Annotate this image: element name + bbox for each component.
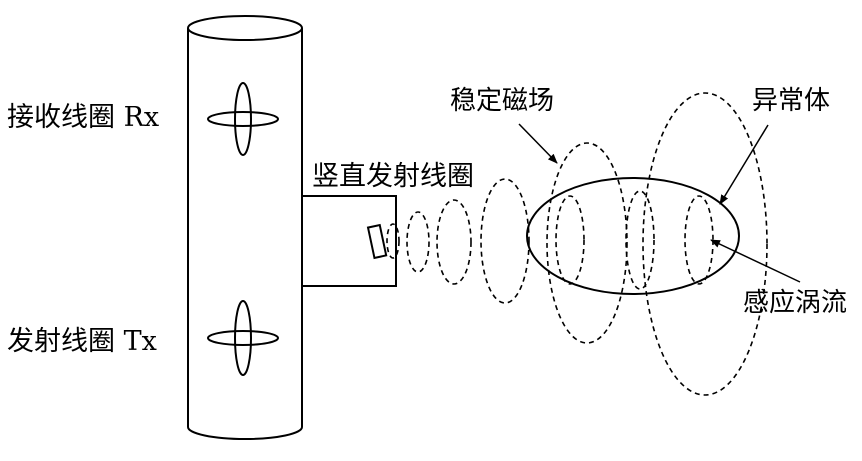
- label-receiver-coil: 接收线圈 Rx: [7, 102, 160, 133]
- vertical-transmit-coil-element: [366, 223, 388, 260]
- anomaly-body: [526, 177, 740, 295]
- borehole-tool-top-ellipse: [187, 15, 303, 41]
- label-vertical-transmit-coil: 竖直发射线圈: [312, 161, 474, 192]
- borehole-tool: [187, 15, 303, 440]
- transmit-arm-box: [302, 195, 397, 287]
- label-anomaly: 异常体: [752, 86, 831, 116]
- receiver-coil-rx: [207, 82, 279, 156]
- field-loop-2: [406, 211, 430, 273]
- field-loop-5: [546, 142, 628, 344]
- field-loop-6: [642, 92, 768, 396]
- field-loops: [386, 92, 768, 396]
- transmit-coil-tx: [207, 300, 279, 376]
- receiver-coil-horizontal-loop: [207, 111, 279, 127]
- eddy-loop-3: [684, 195, 714, 285]
- label-induced-eddy-current: 感应涡流: [743, 288, 848, 318]
- pointer-lines: [518, 123, 801, 283]
- eddy-loop-2: [625, 190, 655, 290]
- label-stable-magnetic-field: 稳定磁场: [450, 86, 555, 116]
- eddy-loop-1: [555, 195, 585, 285]
- transmit-coil-vertical-loop: [234, 300, 252, 376]
- borehole-tool-body: [187, 28, 303, 440]
- field-loop-1: [386, 223, 400, 259]
- field-loop-3: [436, 199, 472, 285]
- pointer-eddy-current: [710, 239, 801, 283]
- receiver-coil-vertical-loop: [234, 82, 252, 156]
- pointer-stable-field: [518, 123, 558, 164]
- field-loop-4: [480, 178, 530, 304]
- vertical-transmit-coil-arm: [302, 195, 397, 287]
- pointer-anomaly: [719, 124, 769, 205]
- eddy-current-loops: [555, 190, 714, 290]
- transmit-coil-horizontal-loop: [207, 330, 279, 346]
- label-transmit-coil: 发射线圈 Tx: [7, 326, 157, 357]
